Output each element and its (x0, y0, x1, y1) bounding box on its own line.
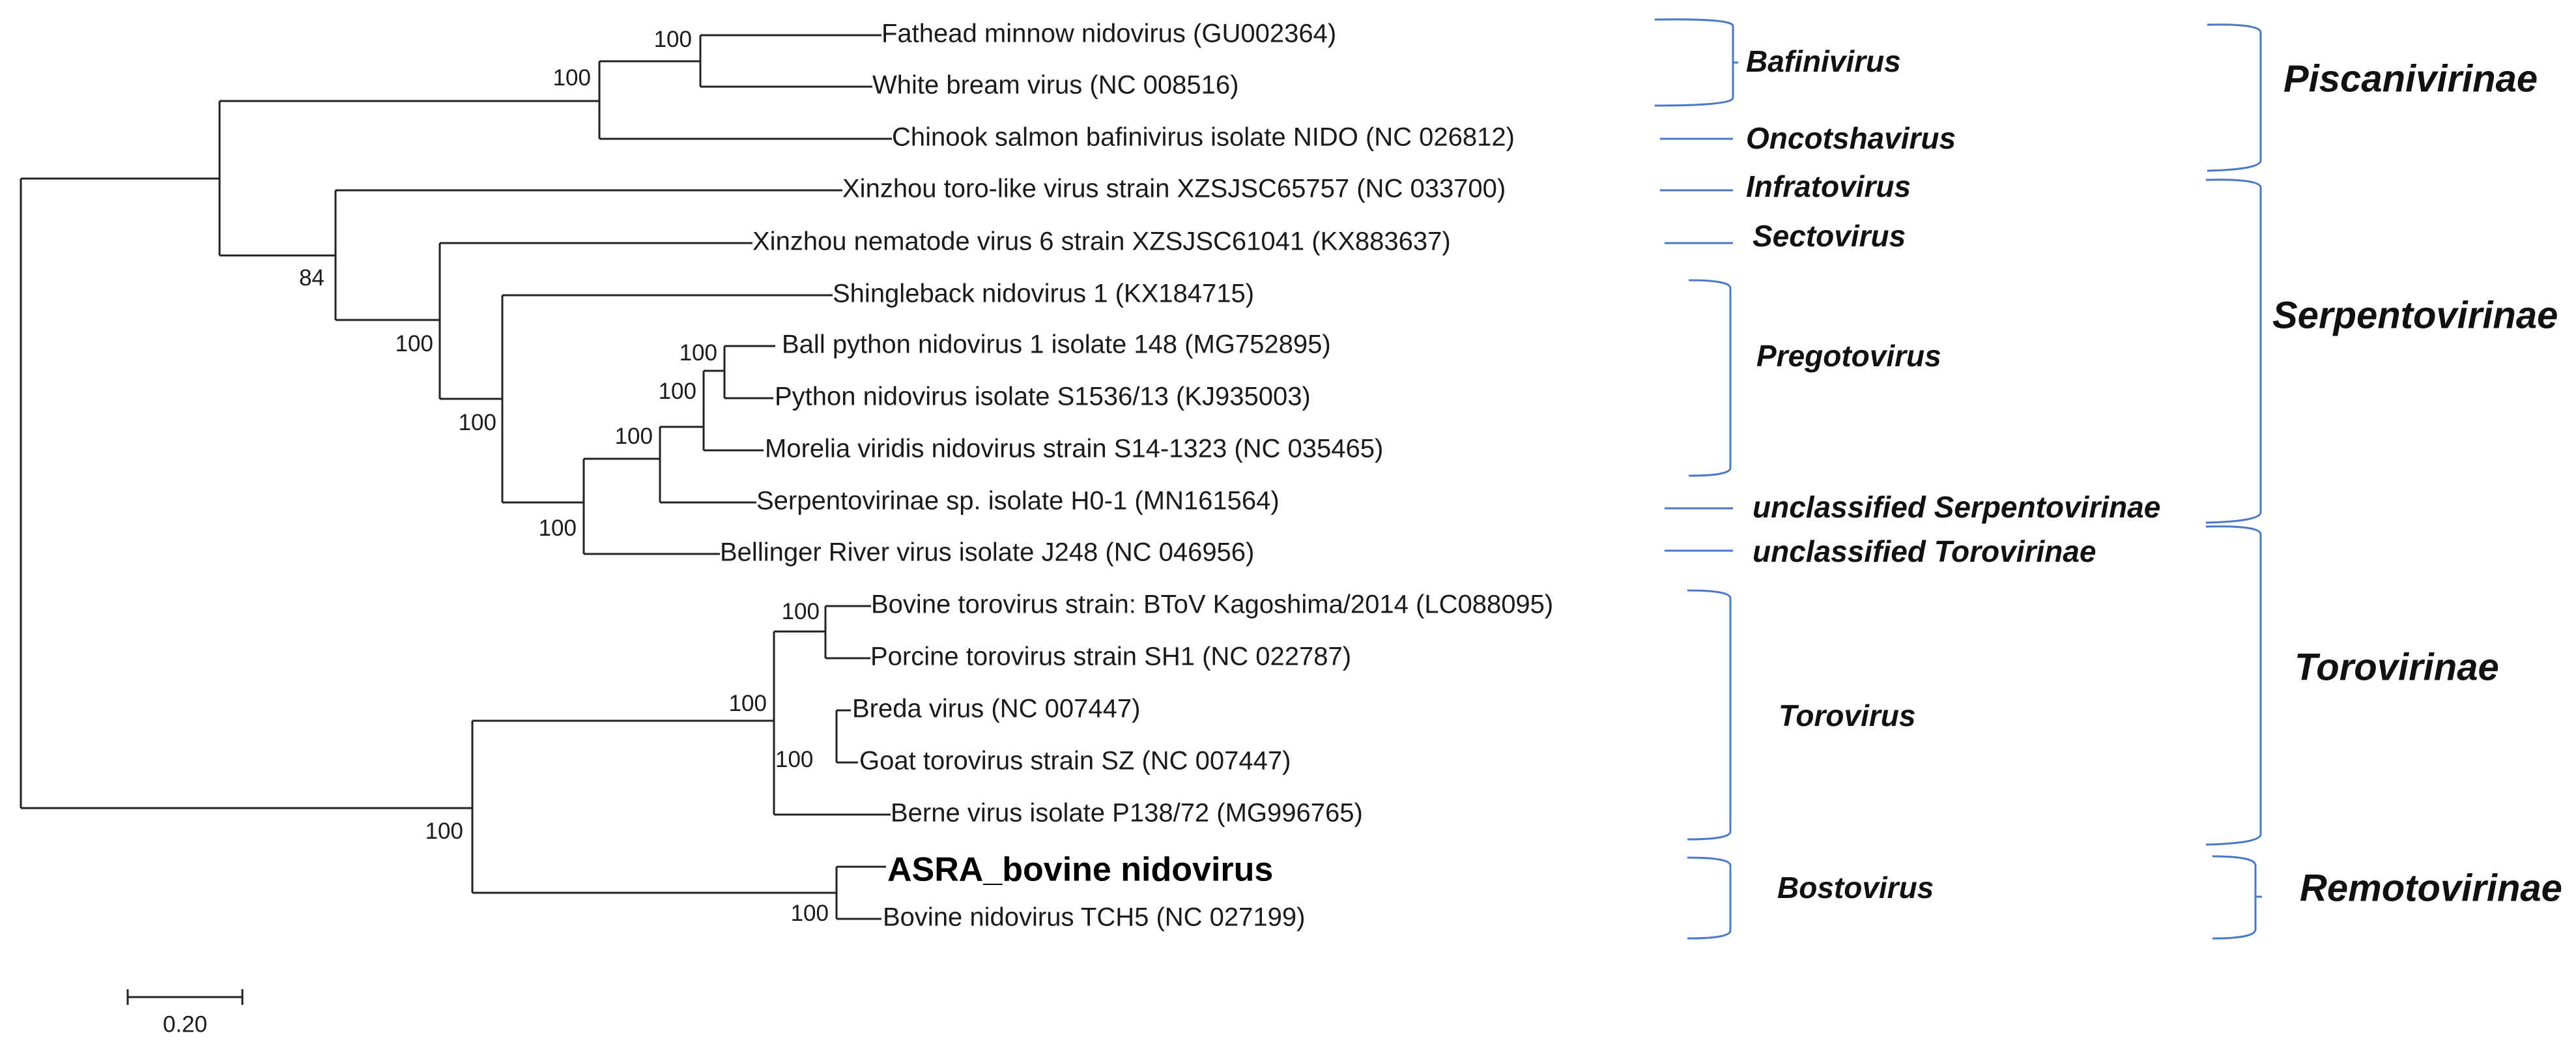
taxon-label: Python nidovirus isolate S1536/13 (KJ935… (775, 383, 1311, 411)
scale-bar-label: 0.20 (163, 1011, 207, 1037)
genus-labels: Bafinivirus Oncotshavirus Infratovirus S… (1746, 44, 2160, 905)
taxon-label: Xinzhou toro-like virus strain XZSJSC657… (842, 175, 1506, 203)
bootstrap-value: 100 (775, 747, 813, 772)
branch-bostovirus (835, 865, 886, 920)
bootstrap-value: 100 (425, 819, 463, 844)
genus-label: unclassified Torovirinae (1753, 534, 2096, 568)
brace-serpentovirinae (2205, 179, 2262, 524)
taxon-label: Goat torovirus strain SZ (NC 007447) (859, 747, 1291, 776)
bootstrap-value: 100 (791, 901, 829, 926)
bootstrap-value: 100 (680, 340, 717, 366)
genus-label: Torovirus (1779, 699, 1915, 732)
subfamily-label: Remotovirinae (2300, 867, 2562, 909)
bracket-torovirus (1687, 589, 1732, 841)
taxon-labels: Fathead minnow nidovirus (GU002364) Whit… (720, 20, 1553, 932)
subfamily-label: Piscanivirinae (2283, 57, 2538, 100)
subfamily-label: Torovirinae (2295, 646, 2499, 688)
bootstrap-value: 100 (615, 424, 653, 449)
taxon-label: Bovine torovirus strain: BToV Kagoshima/… (871, 590, 1553, 619)
tree-branches (20, 34, 892, 920)
brace-piscanivirinae (2207, 23, 2262, 172)
branch-torovirus-clade (773, 630, 891, 816)
branch-bellinger (582, 457, 720, 555)
branch-breda-goat (835, 709, 858, 764)
bootstrap-value: 100 (729, 691, 767, 716)
bootstrap-value: 100 (395, 331, 433, 356)
bootstrap-value: 100 (659, 379, 696, 404)
subfamily-braces (2205, 23, 2262, 940)
taxon-label: Bellinger River virus isolate J248 (NC 0… (720, 538, 1254, 567)
taxon-label: Berne virus isolate P138/72 (MG996765) (891, 799, 1363, 828)
branch-pregoto-clade (702, 370, 764, 452)
taxon-label: Xinzhou nematode virus 6 strain XZSJSC61… (752, 227, 1451, 256)
genus-label: Bostovirus (1777, 871, 1934, 905)
taxon-label: Shingleback nidovirus 1 (KX184715) (833, 280, 1254, 308)
brace-torovirinae (2205, 525, 2262, 846)
genus-label: unclassified Serpentovirinae (1753, 490, 2160, 524)
bootstrap-value: 100 (654, 27, 692, 52)
bootstrap-value: 100 (539, 515, 577, 541)
bootstrap-value: 100 (459, 410, 496, 435)
taxon-label: Bovine nidovirus TCH5 (NC 027199) (883, 903, 1305, 932)
taxon-label: Breda virus (NC 007447) (852, 695, 1140, 723)
branch-root (20, 177, 472, 809)
bootstrap-value: 100 (782, 599, 820, 624)
taxon-label: Chinook salmon bafinivirus isolate NIDO … (892, 123, 1515, 152)
branch-upper-clade (218, 100, 599, 257)
branch-infrato-clade (334, 189, 842, 321)
brace-remotovirinae (2212, 855, 2262, 940)
bracket-pregotovirus (1688, 279, 1732, 477)
bootstrap-value: 84 (299, 265, 324, 291)
branch-bafini-clade (598, 60, 892, 140)
genus-label: Infratovirus (1746, 169, 1911, 203)
branch-fathead-white (699, 34, 881, 88)
bracket-bostovirus (1687, 856, 1732, 940)
branch-serpento-core (501, 294, 833, 504)
branch-sectovirus-clade (438, 242, 752, 400)
subfamily-labels: Piscanivirinae Serpentovirinae Torovirin… (2272, 57, 2562, 909)
genus-brackets (1654, 18, 1738, 940)
genus-label: Bafinivirus (1746, 44, 1901, 78)
branch-ball-python (723, 345, 775, 399)
taxon-label-highlight: ASRA_bovine nidovirus (887, 851, 1273, 889)
genus-label: Sectovirus (1753, 219, 1906, 253)
taxon-label: Serpentovirinae sp. isolate H0-1 (MN1615… (756, 487, 1280, 515)
genus-label: Oncotshavirus (1746, 121, 1956, 155)
subfamily-label: Serpentovirinae (2272, 294, 2558, 336)
taxon-label: Porcine torovirus strain SH1 (NC 022787) (870, 643, 1351, 671)
taxon-label: White bream virus (NC 008516) (872, 71, 1238, 100)
taxon-label: Fathead minnow nidovirus (GU002364) (881, 20, 1336, 48)
scale-bar-line (126, 989, 244, 1005)
bootstrap-value: 100 (553, 65, 591, 91)
taxon-label: Morelia viridis nidovirus strain S14-132… (765, 435, 1383, 463)
branch-pregoto-serp (659, 426, 756, 504)
branch-toro-remoto (471, 719, 837, 894)
taxon-label: Ball python nidovirus 1 isolate 148 (MG7… (782, 330, 1331, 359)
genus-label: Pregotovirus (1756, 339, 1941, 373)
scale-bar: 0.20 (126, 989, 244, 1037)
bracket-bafinivirus (1654, 18, 1738, 107)
branch-bovine-porcine (824, 605, 871, 660)
bootstrap-values: 100 100 84 100 100 100 100 100 100 100 1… (299, 27, 829, 926)
